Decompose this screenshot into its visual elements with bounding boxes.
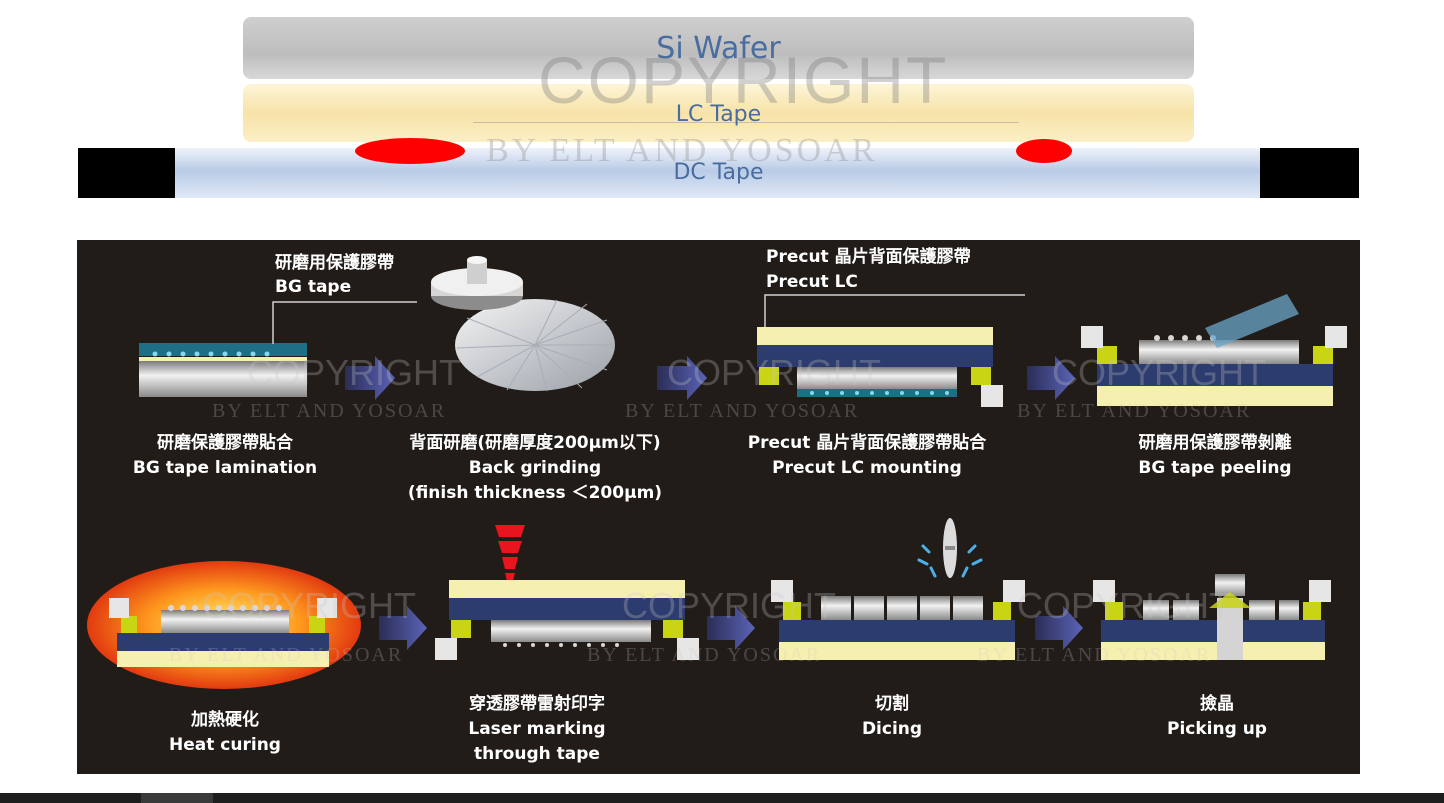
left-frame-block (78, 148, 175, 198)
watermark-by-2: BY ELT AND YOSOAR (625, 400, 860, 422)
step-caption-2: 背面研磨(研磨厚度200μm以下) Back grinding (finish … (363, 431, 707, 506)
step-caption-3: Precut 晶片背面保護膠帶貼合 Precut LC mounting (717, 431, 1017, 481)
step-6-zh: 穿透膠帶雷射印字 (469, 694, 605, 714)
process-flow-panel: 研磨用保護膠帶 BG tape Precut 晶片背面保護膠帶 Precut L… (77, 240, 1360, 774)
watermark-copyright-3: COPYRIGHT (1052, 352, 1267, 393)
watermark-copyright-6: COPYRIGHT (1017, 585, 1232, 626)
step7-illustration (771, 518, 1025, 660)
step-3-en: Precut LC mounting (772, 458, 962, 478)
step6-illustration (435, 525, 699, 660)
watermark-copyright-top: COPYRIGHT (538, 43, 949, 117)
right-frame-block (1260, 148, 1359, 198)
step-caption-7: 切割 Dicing (822, 692, 962, 742)
step-7-en: Dicing (861, 719, 923, 739)
step-7-zh: 切割 (875, 694, 909, 714)
watermark-by-1: BY ELT AND YOSOAR (212, 400, 447, 422)
si-wafer-layer: Si Wafer (243, 17, 1194, 79)
watermark-copyright-5: COPYRIGHT (622, 585, 837, 626)
step-5-en: Heat curing (169, 735, 281, 755)
step2-illustration (431, 256, 615, 392)
watermark-by-5: BY ELT AND YOSOAR (587, 644, 822, 666)
process-illustrations (87, 256, 1347, 689)
precut-callout-en: Precut LC (766, 272, 858, 292)
bg-tape-callout-zh: 研磨用保護膠帶 (275, 253, 394, 273)
step3-illustration (757, 294, 1025, 407)
step-1-en: BG tape lamination (132, 458, 318, 478)
step1-illustration (139, 301, 417, 397)
step-2-en: Back grinding (468, 458, 602, 478)
dc-tape-label: DC Tape (673, 160, 764, 185)
step-6-en: Laser marking (468, 719, 606, 739)
step-1-zh: 研磨保護膠帶貼合 (157, 433, 293, 453)
bg-tape-callout-en: BG tape (275, 277, 352, 297)
step-4-en: BG tape peeling (1138, 458, 1292, 478)
step-5-zh: 加熱硬化 (191, 710, 259, 730)
watermark-by-4: BY ELT AND YOSOAR (169, 644, 404, 666)
step-caption-4: 研磨用保護膠帶剝離 BG tape peeling (1097, 431, 1333, 481)
step-2-en2: (finish thickness ＜200μm) (407, 483, 663, 503)
lc-tape-line (473, 122, 1019, 123)
step-caption-5: 加熱硬化 Heat curing (125, 708, 325, 758)
step-4-zh: 研磨用保護膠帶剝離 (1138, 433, 1292, 453)
adhesive-spot-right (1016, 139, 1072, 163)
bottom-bar (0, 793, 1444, 803)
watermark-by-6: BY ELT AND YOSOAR (977, 644, 1212, 666)
step-3-zh: Precut 晶片背面保護膠帶貼合 (747, 433, 987, 453)
step5-illustration (87, 561, 361, 689)
dc-tape-layer: DC Tape (78, 148, 1359, 198)
step-8-zh: 撿晶 (1200, 694, 1234, 714)
lc-tape-label: LC Tape (675, 102, 762, 127)
step4-illustration (1081, 294, 1347, 406)
step-6-en2: through tape (474, 744, 600, 764)
step-8-en: Picking up (1167, 719, 1267, 739)
watermark-by-top: BY ELT AND YOSOAR (486, 132, 878, 169)
watermark-copyright-1: COPYRIGHT (247, 352, 462, 393)
watermark-by-3: BY ELT AND YOSOAR (1017, 400, 1252, 422)
step-caption-8: 撿晶 Picking up (1137, 692, 1297, 742)
step-caption-6: 穿透膠帶雷射印字 Laser marking through tape (427, 692, 647, 767)
step-caption-1: 研磨保護膠帶貼合 BG tape lamination (115, 431, 335, 481)
watermark-copyright-4: COPYRIGHT (202, 585, 417, 626)
step8-illustration (1093, 574, 1331, 660)
precut-callout-zh: Precut 晶片背面保護膠帶 (766, 247, 971, 267)
watermark-copyright-2: COPYRIGHT (667, 352, 882, 393)
lc-tape-layer: LC Tape (243, 84, 1194, 142)
step-2-zh: 背面研磨(研磨厚度200μm以下) (409, 433, 661, 453)
adhesive-spot-left (355, 138, 465, 164)
si-wafer-label: Si Wafer (656, 31, 781, 66)
bottom-bar-tab[interactable] (141, 793, 213, 803)
